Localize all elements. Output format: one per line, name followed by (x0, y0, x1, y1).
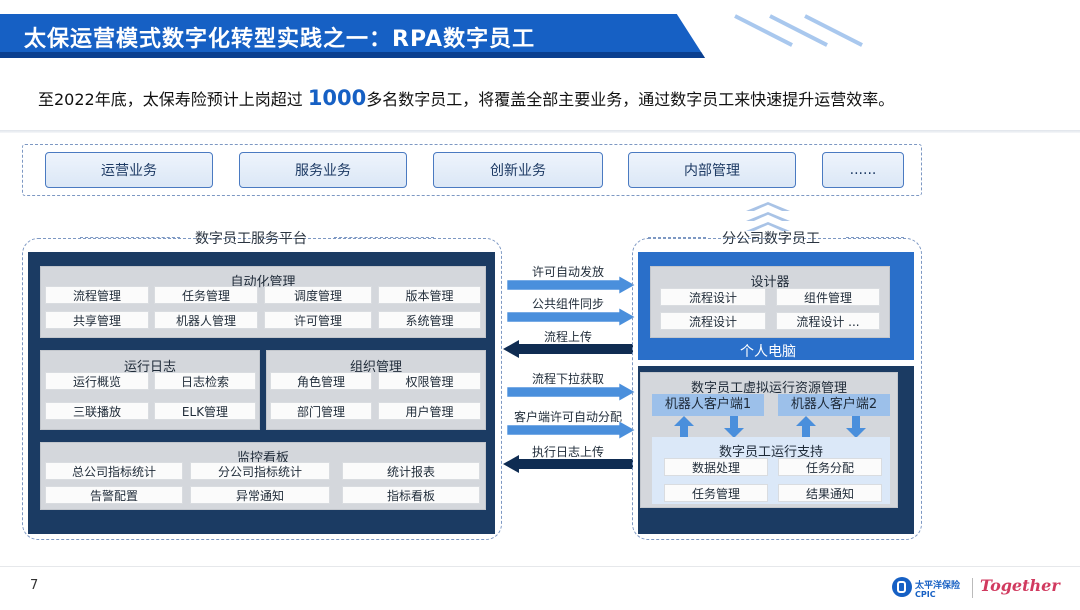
label-line (846, 237, 904, 238)
chip-hq-stats: 总公司指标统计 (45, 462, 183, 480)
arrow-right-icon (506, 382, 636, 402)
chip-version-mgmt: 版本管理 (378, 286, 481, 304)
title-banner (0, 14, 705, 58)
arrow-label-license-issue: 许可自动发放 (531, 265, 604, 279)
arrow-up-icon (674, 416, 694, 438)
chevron-up-icon (746, 212, 790, 221)
branch-platform-frame (632, 238, 922, 540)
arrow-up-icon (796, 416, 816, 438)
chip-task-mgmt-support: 任务管理 (664, 484, 768, 502)
label-line (80, 237, 180, 238)
robot-client-2: 机器人客户端2 (778, 394, 890, 416)
chip-task-assign: 任务分配 (778, 458, 882, 476)
arrow-label-process-pull: 流程下拉获取 (531, 372, 604, 386)
chip-system-mgmt: 系统管理 (378, 311, 481, 329)
chip-stat-report: 统计报表 (342, 462, 480, 480)
chip-process-design: 流程设计 (660, 288, 766, 306)
subtitle-highlight: 1000 (307, 86, 367, 110)
brand-name-en: CPIC (915, 590, 936, 599)
decor-stripe (804, 14, 863, 47)
decor-stripe (769, 14, 828, 47)
business-item-service: 服务业务 (239, 152, 407, 188)
chip-process-design-more: 流程设计 ... (776, 312, 880, 330)
arrow-label-process-upload: 流程上传 (543, 330, 592, 344)
arrow-label-component-sync: 公共组件同步 (531, 297, 604, 311)
chip-user-mgmt: 用户管理 (378, 402, 481, 420)
chip-permission-mgmt: 权限管理 (378, 372, 481, 390)
chip-exception-notice: 异常通知 (190, 486, 330, 504)
chevron-up-icon (746, 222, 790, 231)
chip-run-overview: 运行概览 (45, 372, 149, 390)
chip-result-notice: 结果通知 (778, 484, 882, 502)
branch-platform-label: 分公司数字员工 (722, 231, 820, 247)
vm-resource-title: 数字员工虚拟运行资源管理 (690, 381, 847, 396)
arrow-right-icon (506, 275, 636, 295)
together-logo: Together (980, 576, 1060, 595)
arrow-left-icon (503, 455, 633, 473)
robot-client-1: 机器人客户端1 (652, 394, 764, 416)
arrow-right-icon (506, 307, 636, 327)
arrow-left-icon (503, 340, 633, 358)
arrow-down-icon (846, 416, 866, 438)
chevron-up-icon (746, 202, 790, 211)
chip-elk-mgmt: ELK管理 (154, 402, 256, 420)
arrow-right-icon (506, 420, 636, 440)
footer-line (0, 566, 1080, 567)
chip-triple-playback: 三联播放 (45, 402, 149, 420)
chip-license-mgmt: 许可管理 (264, 311, 372, 329)
service-platform-label: 数字员工服务平台 (195, 231, 307, 247)
arrow-down-icon (724, 416, 744, 438)
chip-robot-mgmt: 机器人管理 (154, 311, 258, 329)
run-support-title: 数字员工运行支持 (718, 445, 823, 460)
business-item-internal: 内部管理 (628, 152, 796, 188)
designer-title: 设计器 (750, 275, 790, 290)
personal-pc-caption: 个人电脑 (740, 344, 796, 360)
chip-process-design: 流程设计 (660, 312, 766, 330)
chip-component-mgmt: 组件管理 (776, 288, 880, 306)
chip-share-mgmt: 共享管理 (45, 311, 149, 329)
subtitle-prefix: 至2022年底，太保寿险预计上岗超过 (38, 90, 308, 109)
chip-indicator-board: 指标看板 (342, 486, 480, 504)
business-item-more: ...... (822, 152, 904, 188)
page-title: 太保运营模式数字化转型实践之一：RPA数字员工 (24, 27, 536, 52)
decor-stripe (734, 14, 793, 47)
label-line (648, 237, 706, 238)
chip-department-mgmt: 部门管理 (270, 402, 372, 420)
business-item-operations: 运营业务 (45, 152, 213, 188)
chip-data-processing: 数据处理 (664, 458, 768, 476)
service-platform-frame (22, 238, 502, 540)
chip-schedule-mgmt: 调度管理 (264, 286, 372, 304)
page-number: 7 (30, 578, 39, 593)
logo-divider (972, 578, 973, 598)
cpic-logo-icon (892, 577, 912, 597)
subtitle-suffix: 多名数字员工，将覆盖全部主要业务，通过数字员工来快速提升运营效率。 (366, 90, 895, 109)
chip-log-search: 日志检索 (154, 372, 256, 390)
chip-process-mgmt: 流程管理 (45, 286, 149, 304)
chip-role-mgmt: 角色管理 (270, 372, 372, 390)
robot-client-2-label: 机器人客户端2 (790, 397, 878, 412)
divider (0, 130, 1080, 133)
chip-alert-config: 告警配置 (45, 486, 183, 504)
subtitle: 至2022年底，太保寿险预计上岗超过 1000多名数字员工，将覆盖全部主要业务，… (38, 86, 894, 110)
robot-client-1-label: 机器人客户端1 (664, 397, 752, 412)
arrow-label-client-license: 客户端许可自动分配 (513, 410, 622, 424)
business-item-innovation: 创新业务 (433, 152, 603, 188)
run-log-title: 运行日志 (123, 360, 176, 375)
cloud-platform-caption: 太保云平台 (534, 511, 604, 527)
label-line (334, 237, 434, 238)
chip-branch-stats: 分公司指标统计 (190, 462, 330, 480)
org-title: 组织管理 (349, 360, 402, 375)
arrow-label-log-upload: 执行日志上传 (531, 445, 604, 459)
brand-name: 太平洋保险 (915, 581, 961, 591)
chip-task-mgmt: 任务管理 (154, 286, 258, 304)
business-row-frame (22, 144, 922, 196)
